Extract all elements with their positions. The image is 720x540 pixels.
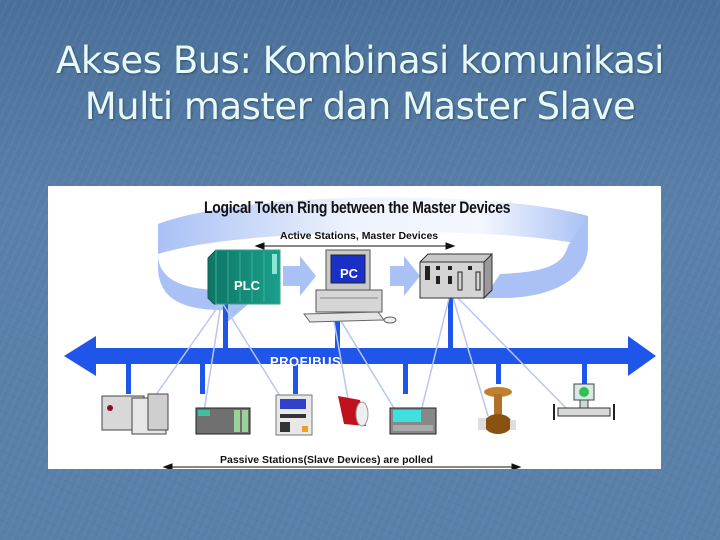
token-arrow-plc-pc: [283, 256, 316, 296]
token-ring-title: Logical Token Ring between the Master De…: [204, 198, 511, 217]
title-line-1: Akses Bus: Kombinasi komunikasi: [56, 39, 664, 82]
drive-motor-icon: [338, 396, 369, 427]
passive-stations-label: Passive Stations(Slave Devices) are poll…: [220, 454, 434, 466]
profibus-diagram: Logical Token Ring between the Master De…: [48, 186, 661, 469]
operator-panel-icon: [275, 394, 313, 436]
plc-icon: [207, 249, 281, 305]
title-line-2: Multi master dan Master Slave: [84, 85, 636, 128]
control-valve-icon: [478, 387, 516, 434]
profibus-bus: [64, 294, 656, 394]
remote-io-icon: [101, 393, 169, 435]
slide-title: Akses Bus: Kombinasi komunikasi Multi ma…: [0, 38, 720, 130]
io-module-icon: [195, 407, 251, 435]
pc-label: PC: [340, 266, 359, 281]
active-stations-arrow: [254, 242, 456, 250]
display-terminal-icon: [389, 407, 437, 435]
profibus-label: PROFIBUS: [270, 354, 342, 369]
active-stations-label: Active Stations, Master Devices: [280, 230, 439, 242]
controller-rack-icon: [419, 252, 493, 300]
passive-stations-arrow: [162, 463, 522, 469]
plc-label: PLC: [234, 278, 260, 293]
diagram-graphics: [64, 197, 656, 469]
pc-icon: [303, 249, 397, 324]
flow-meter-icon: [553, 383, 615, 420]
token-arrow-pc-rack: [390, 256, 420, 296]
